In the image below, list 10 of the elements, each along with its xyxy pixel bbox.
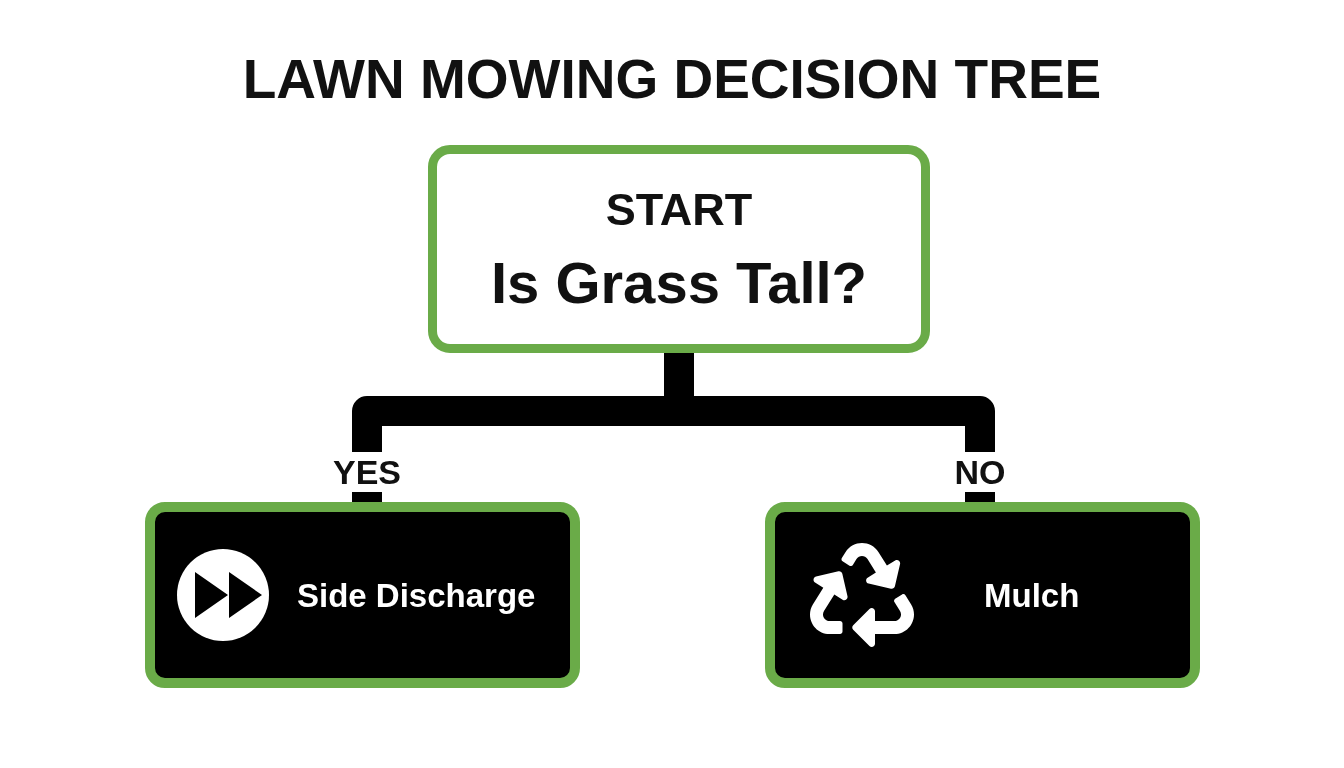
edge-label: NO	[954, 452, 1006, 492]
question-text: Is Grass Tall?	[490, 253, 868, 312]
outcome-box	[765, 502, 1200, 688]
diagram-title: LAWN MOWING DECISION TREE	[242, 52, 1102, 107]
outcome-label: Mulch	[984, 578, 1080, 612]
decision-box	[428, 145, 930, 353]
box-heading: START	[605, 186, 753, 232]
outcome-label: Side Discharge	[297, 578, 536, 612]
edge-label: YES	[333, 452, 401, 492]
outcome-box	[145, 502, 580, 688]
